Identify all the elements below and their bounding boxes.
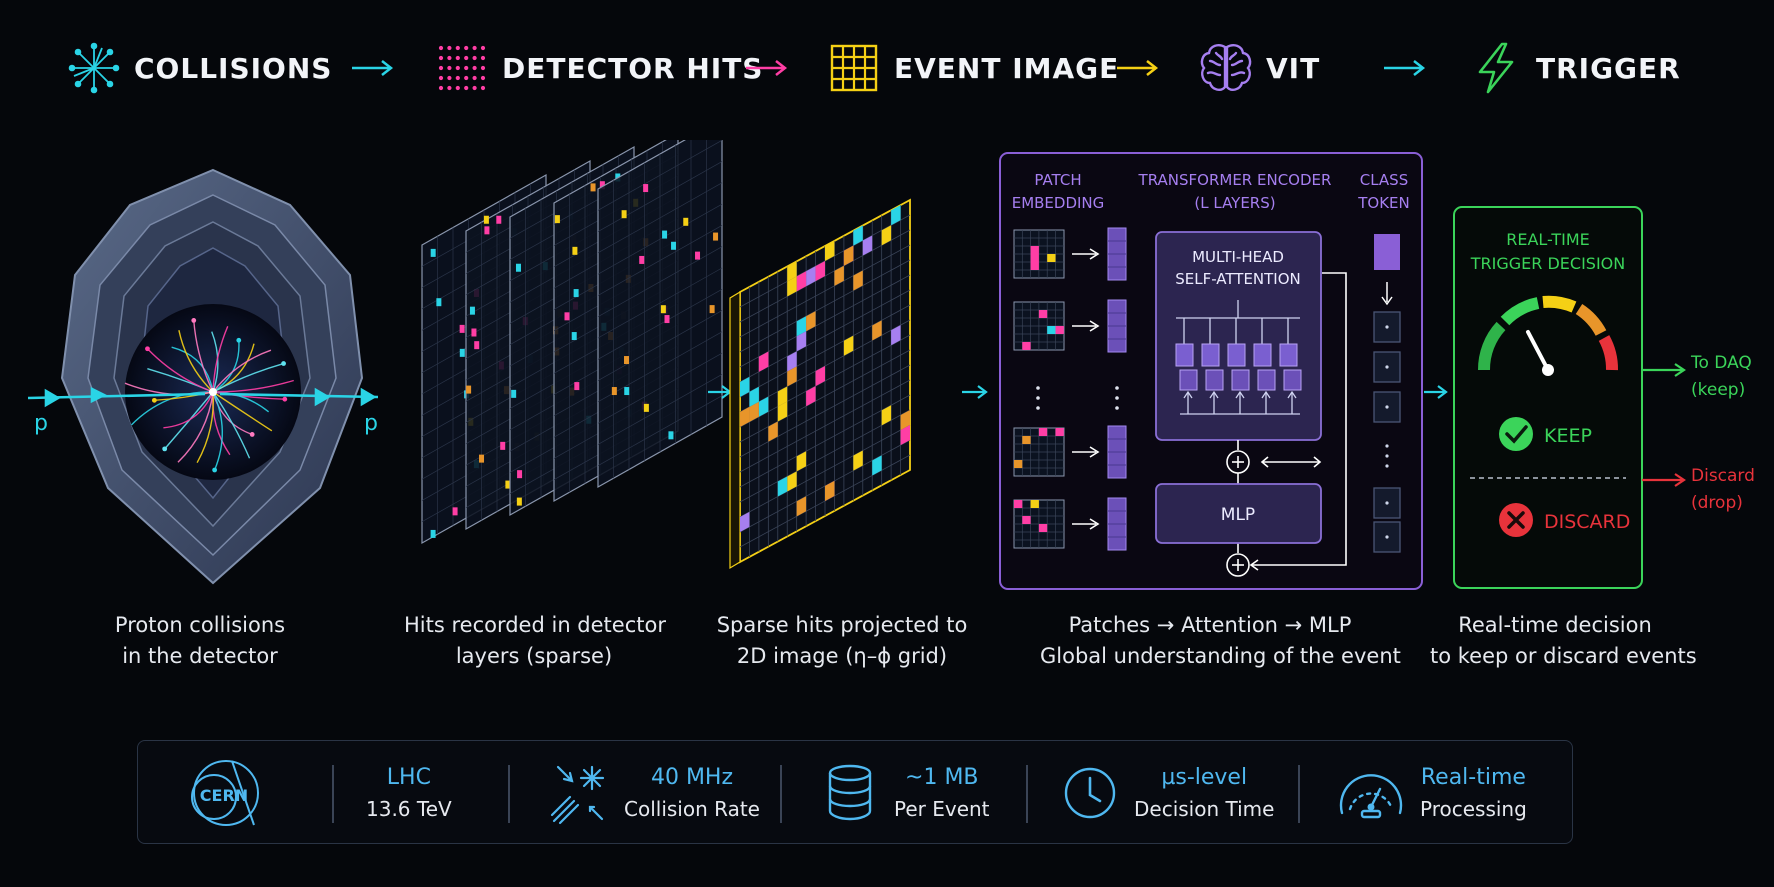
class-token-label: TOKEN: [1357, 194, 1410, 212]
stat-cern: CERN: [184, 741, 268, 845]
mlp-block: [1155, 483, 1322, 544]
stat-sub: Processing: [1420, 797, 1527, 821]
vit-architecture: PATCH EMBEDDING TRANSFORMER ENCODER (L L…: [999, 152, 1423, 590]
attention-heads: [1175, 300, 1302, 415]
clock-icon: [1060, 751, 1120, 835]
attention-label: SELF-ATTENTION: [1175, 270, 1301, 288]
stat-main: Real-time: [1420, 765, 1526, 790]
stat-collision-rate: 40 MHz Collision Rate: [550, 741, 760, 845]
mlp-label: MLP: [1221, 505, 1255, 525]
cern-logo-icon: CERN: [184, 751, 268, 835]
stat-sub: Decision Time: [1134, 797, 1275, 821]
discard-out-label: (drop): [1691, 493, 1743, 513]
beam-line: [27, 386, 379, 408]
stage-vit: VIT: [1198, 38, 1320, 98]
stat-processing: Real-time Processing: [1336, 741, 1527, 845]
stat-lhc: LHC 13.6 TeV: [366, 741, 452, 845]
stat-divider: [1298, 765, 1300, 823]
stage-label: DETECTOR HITS: [502, 51, 764, 85]
beam-in-label: p: [34, 411, 48, 436]
trigger-title: REAL-TIME: [1506, 230, 1590, 249]
beam-out-label: p: [364, 411, 378, 436]
encoder-label: (L LAYERS): [1194, 194, 1275, 212]
stage-label: COLLISIONS: [134, 51, 333, 85]
stat-sub: Per Event: [894, 797, 990, 821]
discard-label: DISCARD: [1544, 511, 1630, 533]
stage-collisions: COLLISIONS: [66, 38, 332, 98]
particle-tracks: [124, 317, 294, 473]
trigger-title: TRIGGER DECISION: [1470, 254, 1625, 273]
encoder-label: TRANSFORMER ENCODER: [1138, 171, 1332, 189]
pipeline-arrow: [1384, 60, 1426, 76]
stat-event-size: ~1 MB Per Event: [820, 741, 990, 845]
stat-divider: [1026, 765, 1028, 823]
grid-icon: [826, 40, 882, 96]
detector-hit-layers: [421, 140, 723, 545]
burst-icon: [66, 40, 122, 96]
stat-main: µs-level: [1161, 765, 1248, 790]
discard-indicator: DISCARD: [1499, 503, 1630, 537]
dot-grid-icon: [434, 40, 490, 96]
pipeline-header: COLLISIONS DETECTOR HITS EVENT IMAGE: [0, 38, 1774, 98]
stat-main: 40 MHz: [650, 765, 734, 790]
patch-embedding-column: [1013, 227, 1127, 551]
stat-divider: [508, 765, 510, 823]
stat-sub: Collision Rate: [624, 797, 760, 821]
stage-label: EVENT IMAGE: [894, 51, 1120, 85]
attention-label: MULTI-HEAD: [1192, 248, 1284, 266]
stat-divider: [332, 765, 334, 823]
stat-main: ~1 MB: [905, 765, 979, 790]
pipeline-arrow: [1117, 60, 1159, 76]
event-image-grid: [729, 198, 911, 570]
stats-bar: CERN LHC 13.6 TeV 40 MHz Collision: [137, 740, 1573, 844]
stage-label: VIT: [1266, 51, 1321, 85]
detector-cross-section: p p: [27, 168, 379, 585]
stage-label: TRIGGER: [1536, 51, 1681, 85]
class-token-column: [1373, 234, 1401, 553]
pipeline-arrow: [352, 60, 394, 76]
collision-icon: [550, 751, 610, 835]
to-daq-label: To DAQ: [1690, 353, 1752, 373]
database-icon: [820, 751, 880, 835]
lightning-icon: [1468, 40, 1524, 96]
trigger-decision-panel: REAL-TIME TRIGGER DECISION KEEP DISCARD …: [1453, 206, 1755, 589]
speedometer-icon: [1336, 751, 1406, 835]
stat-main: LHC: [386, 765, 431, 790]
discard-out-label: Discard: [1691, 466, 1755, 486]
residual-connections: [1226, 272, 1347, 577]
keep-label: KEEP: [1544, 425, 1592, 447]
cern-logo-text: CERN: [200, 786, 248, 805]
patch-embedding-label: PATCH: [1034, 171, 1081, 189]
stage-detector-hits: DETECTOR HITS: [434, 38, 763, 98]
stat-decision-time: µs-level Decision Time: [1060, 741, 1274, 845]
stage-event-image: EVENT IMAGE: [826, 38, 1119, 98]
gauge-icon: [1477, 295, 1618, 371]
patch-embedding-label: EMBEDDING: [1012, 194, 1105, 212]
panel-arrows: [708, 385, 1448, 399]
pipeline-arrow: [746, 60, 788, 76]
stat-divider: [780, 765, 782, 823]
trigger-pipeline-diagram: p p PATCH EMBEDDING TRANSFORMER ENCODER …: [27, 140, 1755, 590]
keep-indicator: KEEP: [1499, 417, 1592, 451]
check-icon: [1499, 417, 1533, 451]
gauge-needle: [1526, 330, 1550, 372]
stat-sub: 13.6 TeV: [366, 797, 452, 821]
class-token-label: CLASS: [1360, 171, 1408, 189]
brain-icon: [1198, 40, 1254, 96]
to-daq-label: (keep): [1691, 380, 1745, 400]
stage-trigger: TRIGGER: [1468, 38, 1681, 98]
